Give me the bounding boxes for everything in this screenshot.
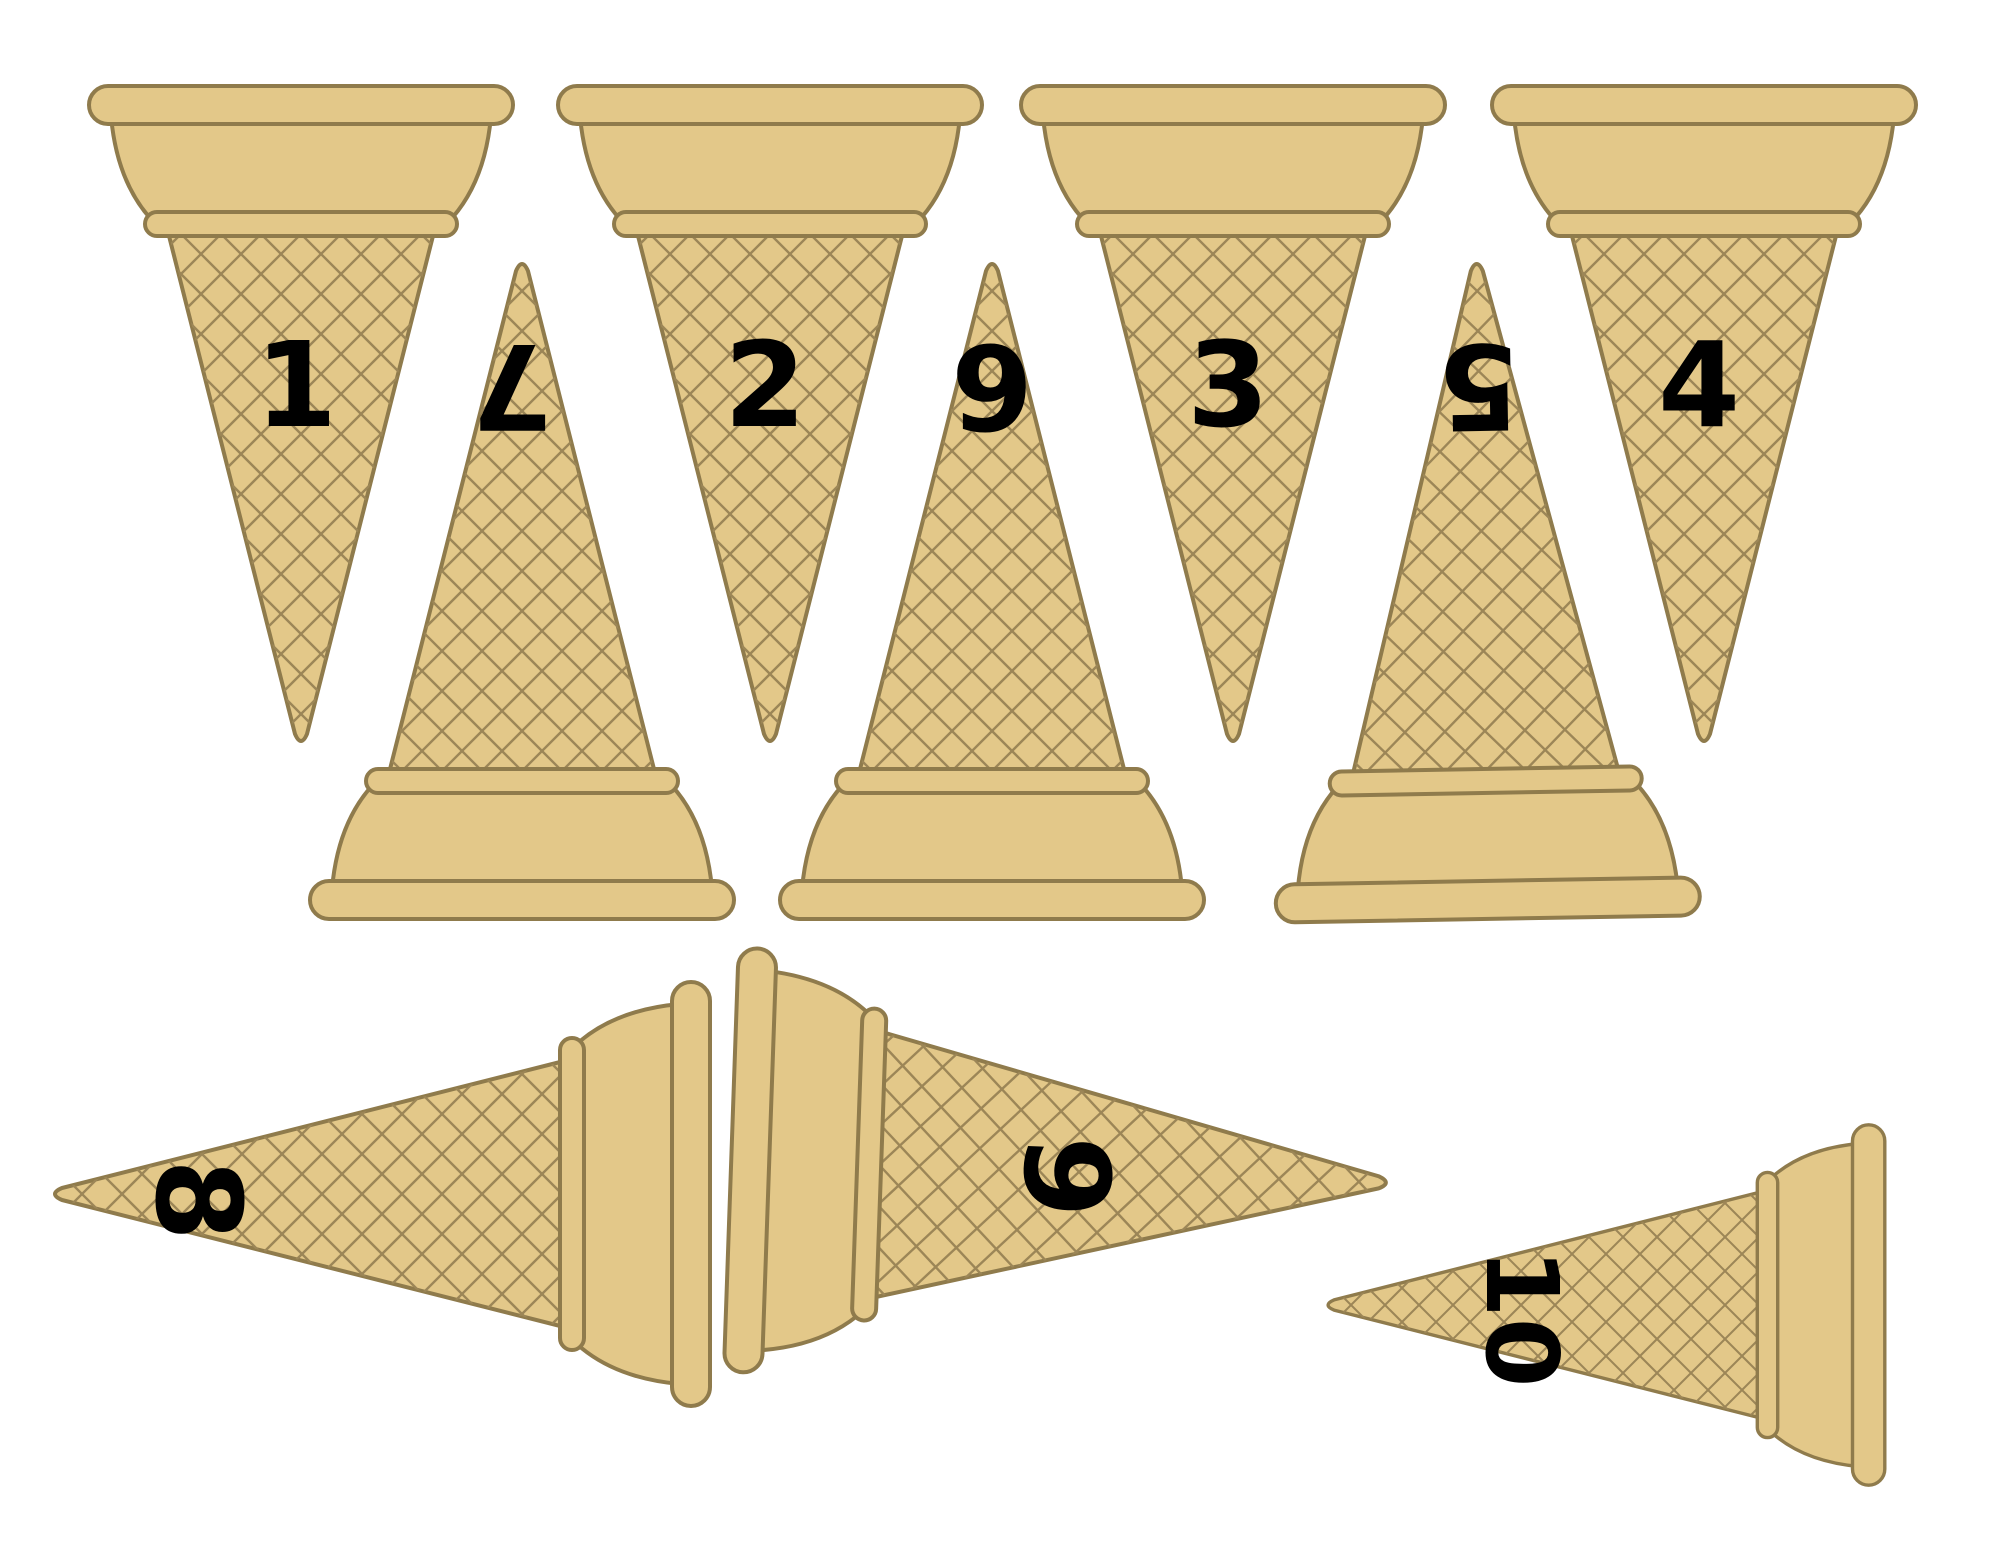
cone-5-group: 5 [1273, 261, 1702, 925]
cone-number-label: 8 [129, 1159, 267, 1241]
cone-10-group: 10 [1326, 1123, 1887, 1487]
waffle-cone-sideways [53, 980, 712, 1408]
cone-number-label: 3 [1187, 316, 1269, 454]
cone-number-label: 2 [724, 316, 806, 454]
cone-6b-group: 6 [722, 946, 1391, 1375]
waffle-cone-upright [87, 84, 515, 743]
cone-7-group: 7 [308, 262, 736, 921]
cone-1-group: 1 [87, 84, 515, 743]
cone-number-label: 6 [999, 1133, 1140, 1220]
cone-3-group: 3 [1019, 84, 1447, 743]
waffle-cone-upright [556, 84, 984, 743]
waffle-cone-upside-down [778, 262, 1206, 921]
waffle-cone-upside-down [308, 262, 736, 921]
cone-4-group: 4 [1490, 84, 1918, 743]
cone-number-label: 10 [1463, 1248, 1580, 1388]
cone-number-label: 1 [255, 316, 337, 454]
waffle-cone-sideways [1326, 1123, 1887, 1487]
waffle-cone-upright [1490, 84, 1918, 743]
cone-number-label: 7 [471, 317, 553, 455]
waffle-cone-sideways [722, 946, 1391, 1375]
cone-number-label: 4 [1658, 316, 1740, 454]
waffle-cone-upright [1019, 84, 1447, 743]
cone-number-label: 5 [1437, 316, 1522, 455]
cone-number-label: 6 [951, 317, 1033, 455]
cone-6-group: 6 [778, 262, 1206, 921]
cone-2-group: 2 [556, 84, 984, 743]
waffle-cone-upside-down [1273, 261, 1702, 925]
cone-8-group: 8 [53, 980, 712, 1408]
